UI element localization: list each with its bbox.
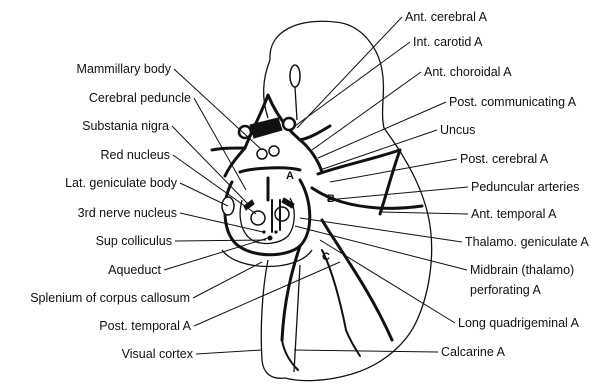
segment-label-c: C	[322, 251, 330, 263]
aqueduct	[268, 236, 273, 241]
label-post-communicating-a: Post. communicating A	[449, 95, 577, 109]
label-ant-cerebral-a: Ant. cerebral A	[405, 10, 488, 24]
mammillary-body-left	[257, 149, 267, 159]
label-uncus: Uncus	[440, 123, 475, 137]
red-nucleus-right	[275, 207, 289, 221]
label-post-temporal-a: Post. temporal A	[99, 319, 191, 333]
int-carotid-right	[283, 118, 295, 130]
label-int-carotid-a: Int. carotid A	[413, 35, 483, 49]
label-midbrain-thalamo: Midbrain (thalamo)	[470, 263, 574, 277]
label-lat-geniculate-body: Lat. geniculate body	[65, 176, 178, 190]
int-carotid-left	[239, 126, 251, 138]
label-thalamo-geniculate-a: Thalamo. geniculate A	[465, 235, 589, 249]
label-mammillary-body: Mammillary body	[77, 62, 172, 76]
red-nucleus-left	[251, 211, 265, 225]
olfactory-bulb	[290, 65, 300, 87]
label-cerebral-peduncle: Cerebral peduncle	[89, 91, 191, 105]
label-red-nucleus: Red nucleus	[101, 148, 171, 162]
label-long-quadrigeminal-a: Long quadrigeminal A	[458, 316, 580, 330]
label-peduncular-arteries: Peduncular arteries	[471, 180, 579, 194]
label-ant-choroidal-a: Ant. choroidal A	[424, 65, 512, 79]
label-calcarine-a: Calcarine A	[441, 345, 506, 359]
label-post-cerebral-a: Post. cerebral A	[460, 152, 549, 166]
leader-lines-left	[164, 69, 340, 354]
label-ant-temporal-a: Ant. temporal A	[471, 207, 557, 221]
mammillary-body-right	[269, 146, 279, 156]
label-splenium-corpus-callosum: Splenium of corpus callosum	[30, 291, 190, 305]
label-visual-cortex: Visual cortex	[122, 347, 194, 361]
labels-right: Ant. cerebral A Int. carotid A Ant. chor…	[405, 10, 589, 359]
label-substania-nigra: Substania nigra	[82, 119, 169, 133]
label-3rd-nerve-nucleus: 3rd nerve nucleus	[78, 206, 177, 220]
label-aqueduct: Aqueduct	[108, 263, 161, 277]
label-sup-colliculus: Sup colliculus	[96, 234, 172, 248]
label-perforating-a: perforating A	[470, 283, 542, 297]
labels-left: Mammillary body Cerebral peduncle Substa…	[30, 62, 194, 361]
segment-label-a: A	[286, 170, 294, 182]
